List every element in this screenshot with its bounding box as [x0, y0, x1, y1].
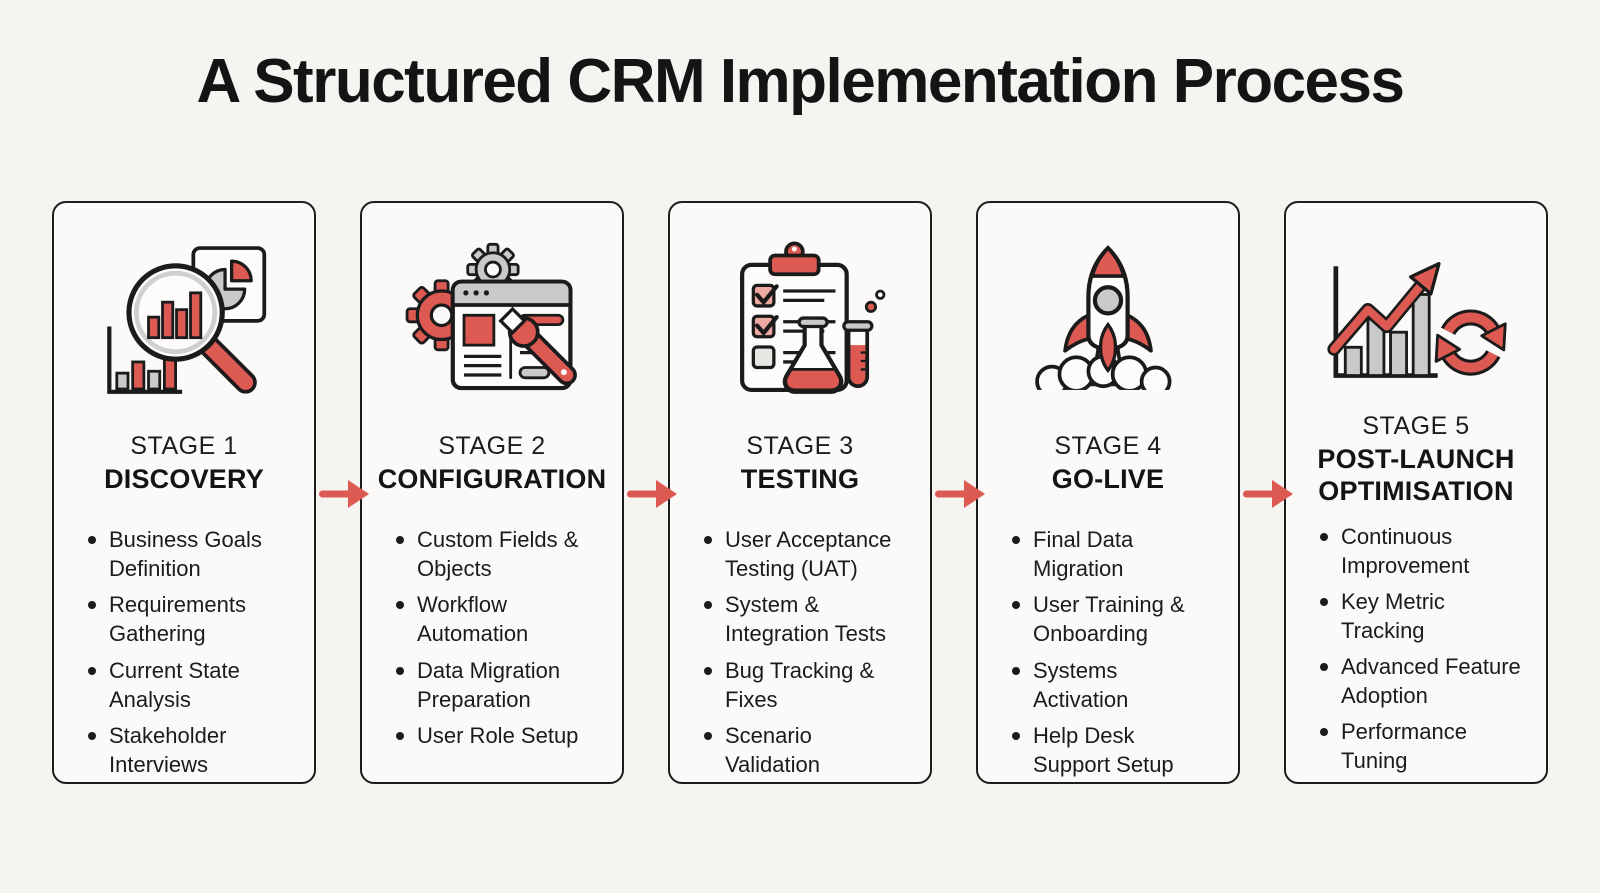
magnifier-bar-chart-icon [89, 233, 279, 405]
stage-card-discovery: STAGE 1 DISCOVERY Business Goals Definit… [52, 201, 316, 784]
bullet-item: Workflow Automation [396, 590, 599, 648]
stage-label: STAGE 3 [746, 432, 854, 460]
bullet-item: Custom Fields & Objects [396, 525, 599, 583]
stage-label: STAGE 5 [1362, 412, 1470, 440]
right-arrow-icon [624, 476, 680, 512]
bullet-list: User Acceptance Testing (UAT) System & I… [680, 525, 907, 785]
bullet-item: Requirements Gathering [88, 590, 291, 648]
growth-chart-refresh-icon [1317, 233, 1515, 405]
bullet-item: Data Migration Preparation [396, 656, 599, 714]
stage-card-go-live: STAGE 4 GO-LIVE Final Data Migration Use… [976, 201, 1240, 784]
bullet-item: Key Metric Tracking [1320, 587, 1523, 645]
stage-title: CONFIGURATION [377, 464, 607, 494]
stage-card-post-launch-optimisation: STAGE 5 POST-LAUNCH OPTIMISATION Continu… [1284, 201, 1548, 784]
stage-label: STAGE 4 [1054, 432, 1162, 460]
page-title: A Structured CRM Implementation Process [196, 47, 1406, 116]
stage-title: TESTING [740, 464, 860, 494]
right-arrow-icon [1240, 476, 1296, 512]
bullet-item: Final Data Migration [1012, 525, 1215, 583]
infographic: A Structured CRM Implementation Process [0, 46, 1600, 784]
right-arrow-icon [316, 476, 372, 512]
bullet-item: User Acceptance Testing (UAT) [704, 525, 907, 583]
stage-label: STAGE 1 [130, 432, 238, 460]
stage-card-configuration: STAGE 2 CONFIGURATION Custom Fields & Ob… [360, 201, 624, 784]
right-arrow-icon [932, 476, 988, 512]
stage-title: POST-LAUNCH OPTIMISATION [1317, 444, 1515, 507]
rocket-launch-icon [1013, 233, 1203, 405]
bullet-item: Current State Analysis [88, 656, 291, 714]
stage-title: DISCOVERY [104, 464, 264, 494]
bullet-list: Business Goals Definition Requirements G… [64, 525, 291, 785]
bullet-item: Advanced Feature Adoption [1320, 652, 1523, 710]
bullet-item: Scenario Validation [704, 721, 907, 779]
gears-browser-wrench-icon [397, 233, 587, 405]
bullet-item: Bug Tracking & Fixes [704, 656, 907, 714]
stage-row: STAGE 1 DISCOVERY Business Goals Definit… [0, 201, 1600, 784]
bullet-item: Help Desk Support Setup [1012, 721, 1215, 779]
bullet-item: Business Goals Definition [88, 525, 291, 583]
checklist-flask-icon [705, 233, 895, 405]
stage-title: GO-LIVE [1051, 464, 1165, 494]
bullet-list: Final Data Migration User Training & Onb… [988, 525, 1215, 785]
bullet-item: System & Integration Tests [704, 590, 907, 648]
stage-label: STAGE 2 [438, 432, 546, 460]
bullet-item: Stakeholder Interviews [88, 721, 291, 779]
bullet-item: Systems Activation [1012, 656, 1215, 714]
bullet-item: User Role Setup [396, 721, 599, 750]
bullet-list: Custom Fields & Objects Workflow Automat… [372, 525, 599, 756]
bullet-list: Continuous Improvement Key Metric Tracki… [1296, 522, 1523, 782]
bullet-item: User Training & Onboarding [1012, 590, 1215, 648]
stage-card-testing: STAGE 3 TESTING User Acceptance Testing … [668, 201, 932, 784]
bullet-item: Performance Tuning [1320, 717, 1523, 775]
bullet-item: Continuous Improvement [1320, 522, 1523, 580]
